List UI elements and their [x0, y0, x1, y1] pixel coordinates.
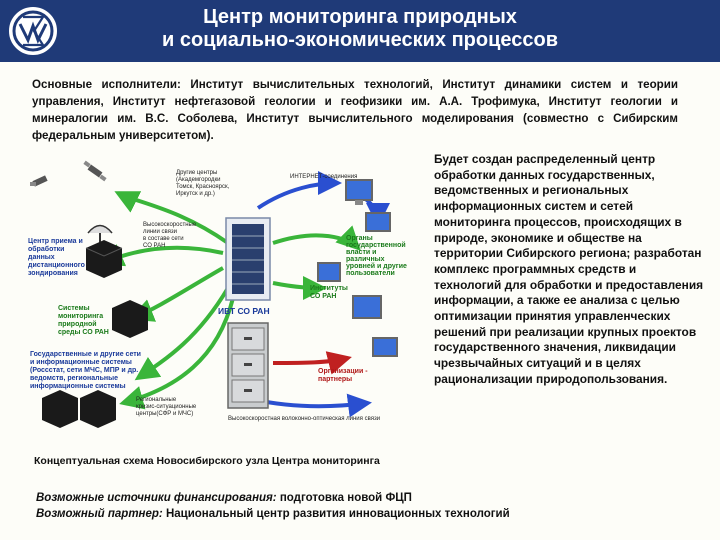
cube-state-1	[42, 390, 78, 428]
description-text: Будет создан распределенный центр обрабо…	[434, 152, 704, 386]
label-monitoring-systems: Системы мониторинга природной среды СО Р…	[58, 305, 109, 336]
page-title: Центр мониторинга природных и социально-…	[70, 6, 650, 52]
monitor-icon-5	[372, 337, 398, 357]
label-receiving-center: Центр приема и обработки данных дистанци…	[28, 238, 87, 277]
label-high-speed-bottom: Высокоскоростная волоконно-оптическая ли…	[228, 416, 380, 422]
intro-text: Основные исполнители: Институт вычислите…	[32, 78, 678, 142]
link-internet	[256, 171, 342, 210]
cube-state-2	[80, 390, 116, 428]
link-ivt-regional	[119, 297, 235, 410]
header-bar: Центр мониторинга природных и социально-…	[0, 0, 720, 62]
partner-line: Возможный партнер: Национальный центр ра…	[36, 506, 716, 522]
label-state-networks: Государственные и другие сети и информац…	[30, 351, 143, 390]
label-authorities: Органы государственной власти и различны…	[346, 235, 409, 277]
title-line-1: Центр мониторинга природных	[203, 6, 517, 28]
funding-line: Возможные источники финансирования: подг…	[36, 490, 716, 506]
monitor-icon-4	[352, 295, 382, 319]
partner-value: Национальный центр развития инновационны…	[162, 508, 510, 520]
footer: Возможные источники финансирования: подг…	[36, 490, 716, 522]
dish-antenna-icon	[87, 224, 113, 246]
file-cabinet-icon	[227, 322, 269, 409]
label-ivt: ИВТ СО РАН	[218, 306, 270, 316]
cube-receiving	[85, 240, 123, 278]
label-high-speed: Высокоскоростные линии связи в составе с…	[143, 222, 198, 249]
monitor-icon-2	[365, 212, 391, 232]
label-other-centers: Другие центры (Академгородки Томск, Крас…	[176, 170, 231, 197]
satellite-icon	[83, 160, 107, 182]
logo-icon	[7, 5, 59, 57]
monitor-icon-3	[317, 262, 341, 282]
funding-label: Возможные источники финансирования:	[36, 492, 277, 504]
satellite-icon-2	[30, 175, 48, 187]
cube-monitoring	[112, 300, 148, 338]
server-rack-icon	[225, 217, 271, 301]
title-line-2: и социально-экономических процессов	[162, 29, 558, 51]
monitor-icon-1	[345, 179, 373, 205]
diagram-caption: Концептуальная схема Новосибирского узла…	[34, 455, 380, 467]
label-institutes: Институты СО РАН	[310, 285, 350, 300]
funding-value: подготовка новой ФЦП	[276, 492, 412, 504]
link-ivt-institutes	[272, 275, 327, 300]
link-ivt-authorities	[272, 225, 361, 251]
link-ivt-satellite	[114, 191, 230, 245]
partner-label: Возможный партнер:	[36, 508, 163, 520]
link-ivt-state	[134, 286, 230, 381]
label-internet: ИНТЕРНЕТ-соединения	[290, 174, 357, 180]
link-partners	[272, 351, 352, 375]
label-partners: Организации - партнеры	[318, 368, 369, 383]
label-regional-centers: Региональные кризис-ситуационные центры(…	[136, 397, 198, 417]
concept-diagram: Другие центры (Академгородки Томск, Крас…	[28, 160, 409, 428]
